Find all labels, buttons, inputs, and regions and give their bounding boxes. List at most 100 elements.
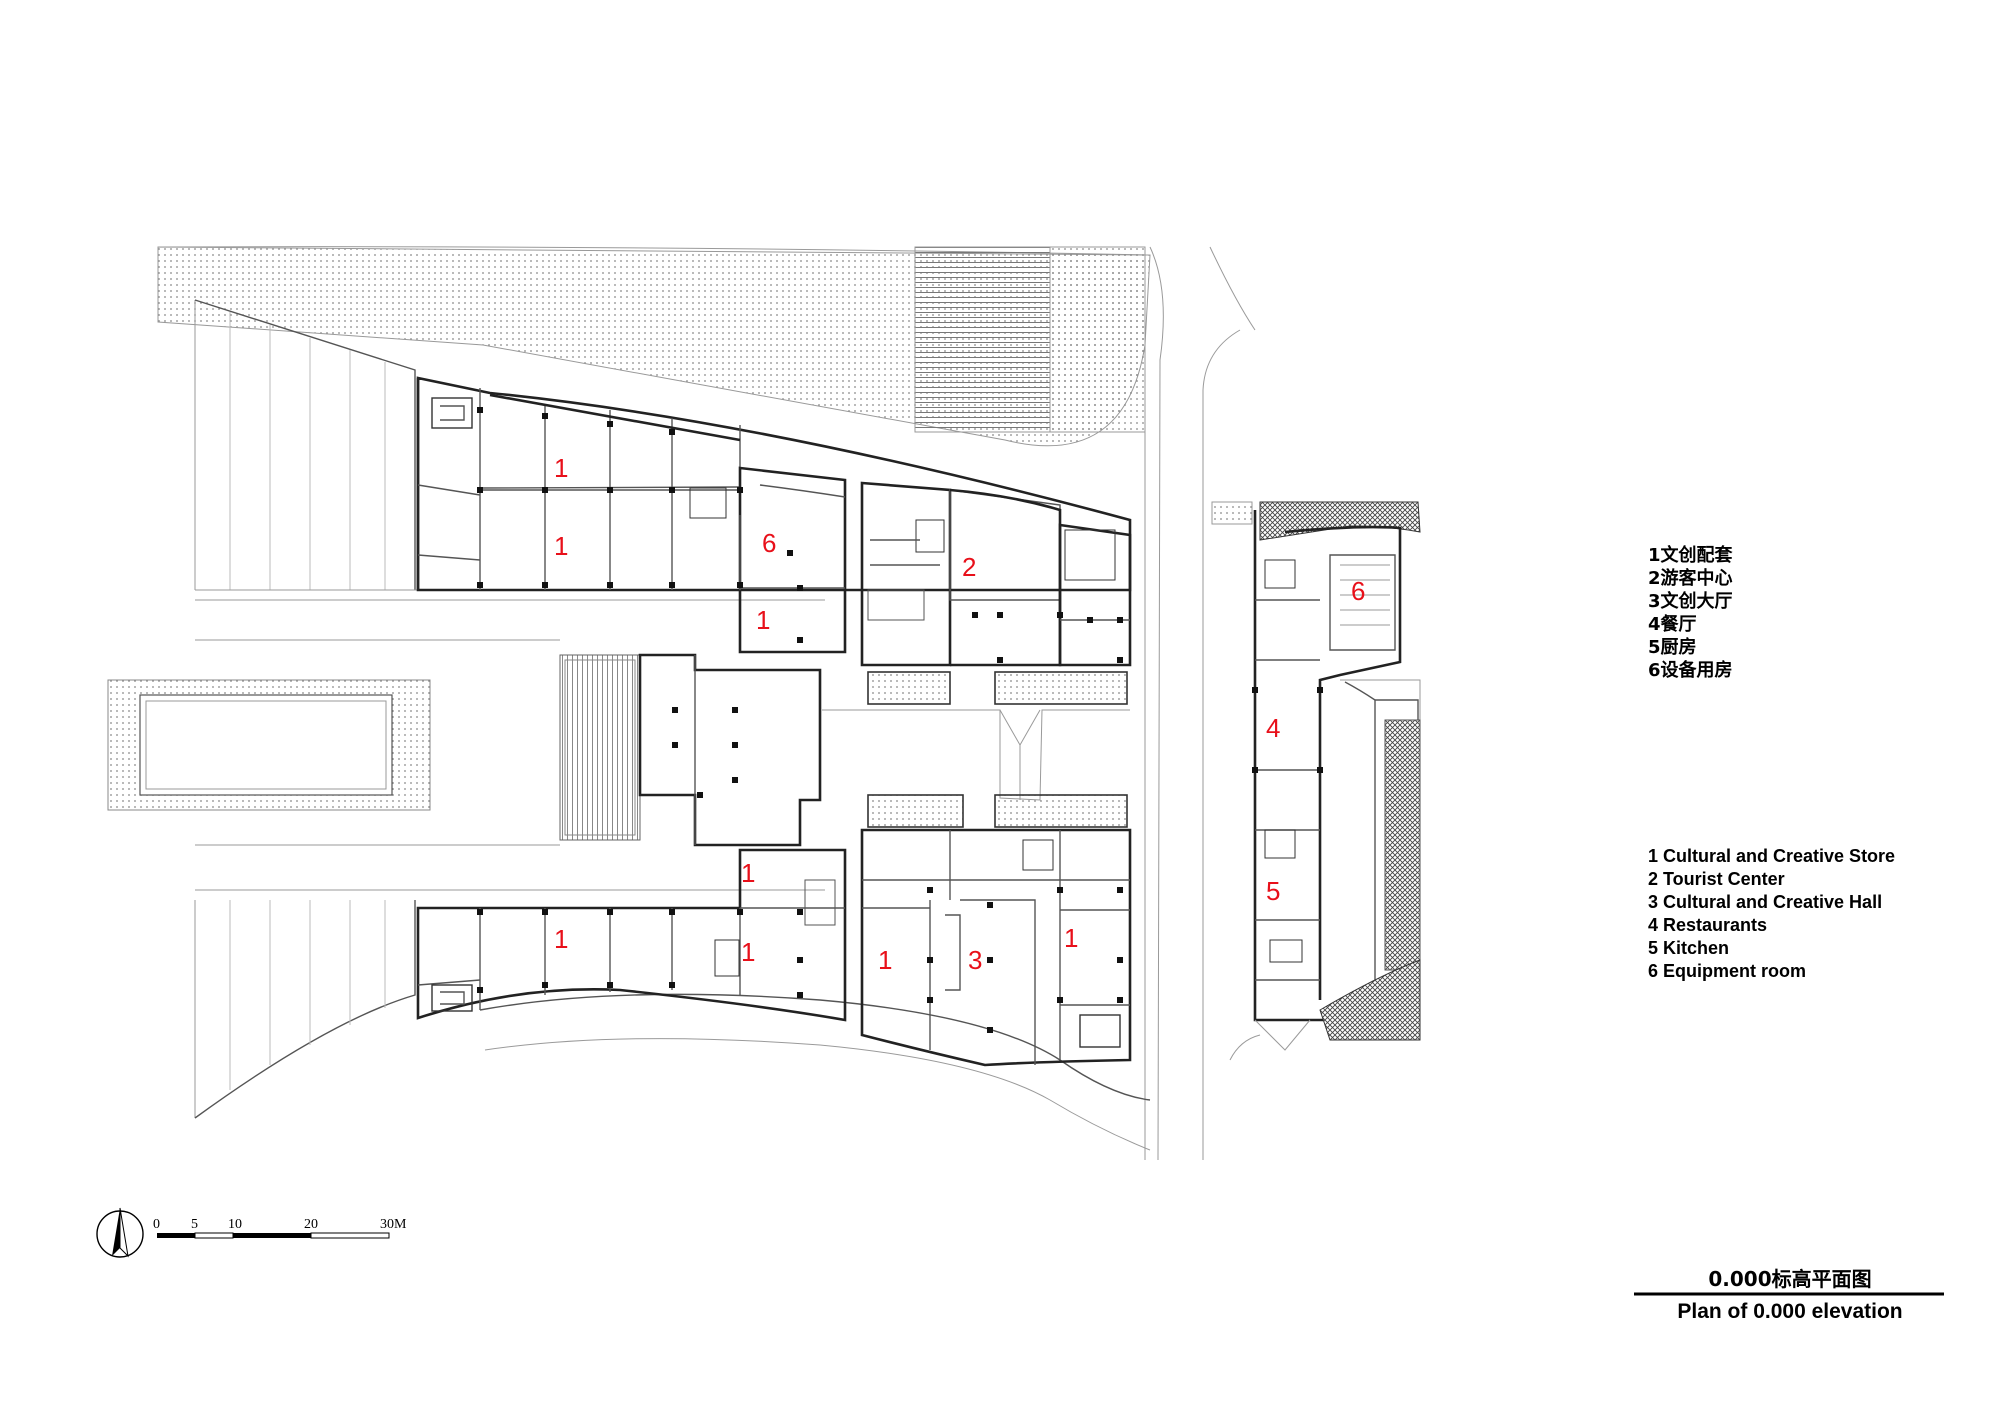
column-marker — [1117, 997, 1123, 1003]
column-marker — [1317, 767, 1323, 773]
legend-en-item: 3 Cultural and Creative Hall — [1648, 892, 1882, 912]
room-label: 1 — [878, 945, 892, 975]
legend-cn-item: 4餐厅 — [1648, 613, 1697, 635]
column-marker — [669, 487, 675, 493]
column-marker — [1087, 617, 1093, 623]
title-chinese: 0.000标高平面图 — [1708, 1267, 1871, 1291]
room-label: 1 — [1064, 923, 1078, 953]
scale-label: 0 — [153, 1217, 160, 1232]
south-wing — [416, 794, 1132, 1067]
column-marker — [669, 429, 675, 435]
scale-bar: 0 5 10 20 30M — [153, 1217, 407, 1239]
column-marker — [732, 707, 738, 713]
column-marker — [787, 550, 793, 556]
room-label: 1 — [741, 937, 755, 967]
legend-en-item: 6 Equipment room — [1648, 961, 1806, 981]
room-label: 5 — [1266, 876, 1280, 906]
legend-cn-item: 5厨房 — [1648, 636, 1697, 658]
column-marker — [1317, 687, 1323, 693]
column-marker — [797, 909, 803, 915]
column-marker — [927, 997, 933, 1003]
column-marker — [797, 637, 803, 643]
column-marker — [1252, 767, 1258, 773]
column-marker — [972, 612, 978, 618]
column-marker — [669, 582, 675, 588]
scale-label: 5 — [191, 1217, 198, 1232]
column-marker — [737, 487, 743, 493]
legend-en-item: 1 Cultural and Creative Store — [1648, 846, 1895, 866]
column-marker — [669, 909, 675, 915]
column-marker — [477, 987, 483, 993]
room-label: 2 — [962, 552, 976, 582]
column-marker — [737, 582, 743, 588]
column-marker — [732, 742, 738, 748]
legend-chinese: 1文创配套 2游客中心 3文创大厅 4餐厅 5厨房 6设备用房 — [1648, 544, 1733, 681]
column-marker — [737, 909, 743, 915]
column-marker — [607, 487, 613, 493]
north-wing — [416, 376, 1132, 847]
column-marker — [997, 612, 1003, 618]
column-marker — [987, 957, 993, 963]
column-marker — [987, 902, 993, 908]
room-label: 1 — [741, 858, 755, 888]
legend-en-item: 4 Restaurants — [1648, 915, 1767, 935]
column-marker — [477, 909, 483, 915]
scale-label: 10 — [228, 1217, 242, 1232]
title-english: Plan of 0.000 elevation — [1677, 1300, 1902, 1323]
room-labels: 1 1 1 6 1 2 1 1 1 1 1 3 1 4 5 6 — [554, 453, 1365, 975]
column-marker — [1117, 957, 1123, 963]
legend-en-item: 5 Kitchen — [1648, 938, 1729, 958]
column-marker — [1057, 997, 1063, 1003]
room-label: 1 — [756, 605, 770, 635]
column-marker — [542, 582, 548, 588]
legend-english: 1 Cultural and Creative Store 2 Tourist … — [1648, 846, 1895, 981]
scale-label: 20 — [304, 1217, 318, 1232]
room-label: 1 — [554, 453, 568, 483]
column-marker — [542, 413, 548, 419]
room-label: 6 — [762, 528, 776, 558]
column-marker — [1117, 657, 1123, 663]
scale-label: 30M — [380, 1217, 407, 1232]
column-marker — [607, 421, 613, 427]
column-marker — [672, 707, 678, 713]
column-marker — [732, 777, 738, 783]
column-marker — [927, 957, 933, 963]
column-marker — [477, 487, 483, 493]
column-marker — [477, 407, 483, 413]
site-context — [107, 246, 1256, 1161]
column-marker — [1057, 887, 1063, 893]
room-label: 1 — [554, 531, 568, 561]
column-marker — [927, 887, 933, 893]
room-label: 6 — [1351, 576, 1365, 606]
column-marker — [697, 792, 703, 798]
room-label: 3 — [968, 945, 982, 975]
legend-en-item: 2 Tourist Center — [1648, 869, 1785, 889]
column-marker — [1057, 612, 1063, 618]
room-label: 1 — [554, 924, 568, 954]
east-building — [1229, 501, 1421, 1061]
column-marker — [987, 1027, 993, 1033]
structural-columns — [477, 407, 1323, 1033]
legend-cn-item: 2游客中心 — [1648, 567, 1733, 589]
column-marker — [797, 585, 803, 591]
column-marker — [607, 582, 613, 588]
column-marker — [672, 742, 678, 748]
room-label: 4 — [1266, 713, 1280, 743]
legend-cn-item: 1文创配套 — [1648, 544, 1733, 566]
column-marker — [542, 487, 548, 493]
column-marker — [797, 992, 803, 998]
legend-cn-item: 6设备用房 — [1648, 659, 1733, 681]
north-arrow-icon — [96, 1207, 144, 1258]
column-marker — [607, 982, 613, 988]
column-marker — [542, 982, 548, 988]
column-marker — [477, 582, 483, 588]
column-marker — [669, 982, 675, 988]
drawing-title: 0.000标高平面图 Plan of 0.000 elevation — [1634, 1267, 1944, 1323]
column-marker — [1117, 887, 1123, 893]
column-marker — [1117, 617, 1123, 623]
column-marker — [797, 957, 803, 963]
column-marker — [1252, 687, 1258, 693]
column-marker — [542, 909, 548, 915]
legend-cn-item: 3文创大厅 — [1648, 590, 1733, 612]
